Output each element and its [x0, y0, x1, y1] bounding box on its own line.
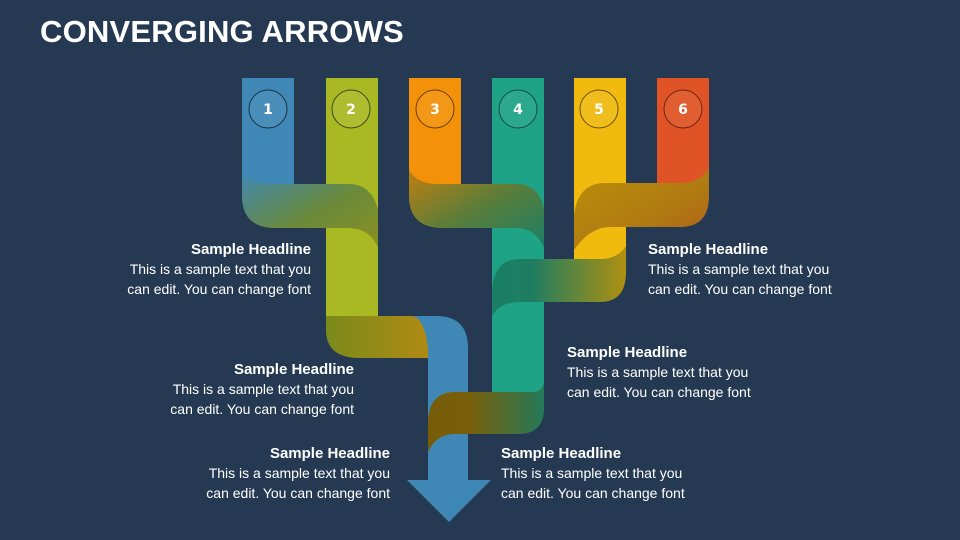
callout-text-line: This is a sample text that you	[501, 465, 683, 481]
bar-step-6	[657, 78, 709, 184]
callout-4: Sample Headline This is a sample text th…	[501, 444, 741, 503]
bar-step-4	[492, 78, 544, 420]
callout-headline: Sample Headline	[648, 241, 769, 258]
callout-headline: Sample Headline	[190, 241, 311, 258]
callout-text-line: This is a sample text that you	[567, 364, 749, 380]
svg-text:6: 6	[678, 102, 688, 118]
callout-text-line: can edit. You can change font	[170, 400, 354, 417]
callout-text-line: This is a sample text that you	[129, 261, 311, 277]
callout-headline: Sample Headline	[233, 361, 354, 378]
svg-text:1: 1	[263, 102, 273, 118]
svg-text:2: 2	[346, 102, 356, 118]
callout-3: Sample Headline This is a sample text th…	[150, 444, 390, 503]
connector-1-2	[242, 170, 378, 248]
callout-text-line: can edit. You can change font	[127, 280, 311, 297]
step-badge-5: 5	[579, 89, 619, 129]
callout-1: Sample Headline This is a sample text th…	[71, 240, 311, 299]
step-badge-1: 1	[248, 89, 288, 129]
callout-text-line: can edit. You can change font	[567, 383, 751, 400]
page-title: CONVERGING ARROWS	[40, 14, 404, 49]
callout-text-line: can edit. You can change font	[206, 484, 390, 501]
step-badge-3: 3	[415, 89, 455, 129]
svg-text:5: 5	[594, 102, 604, 118]
callout-headline: Sample Headline	[567, 344, 688, 361]
svg-text:3: 3	[430, 102, 440, 118]
connector-3-4	[409, 170, 544, 248]
svg-text:4: 4	[513, 102, 523, 118]
callout-2: Sample Headline This is a sample text th…	[114, 360, 354, 419]
callout-text-line: can edit. You can change font	[648, 280, 832, 297]
bar-step-3	[409, 78, 461, 184]
callout-text-line: can edit. You can change font	[501, 484, 685, 501]
step-badge-4: 4	[498, 89, 538, 129]
callout-text-line: This is a sample text that you	[172, 381, 354, 397]
bar-step-1	[242, 78, 294, 184]
connector-5-6	[574, 168, 709, 250]
connector-5-4	[492, 246, 626, 316]
step-badge-2: 2	[331, 89, 371, 129]
step-badge-6: 6	[663, 89, 703, 129]
callout-headline: Sample Headline	[269, 445, 390, 462]
callout-text-line: This is a sample text that you	[648, 261, 830, 277]
callout-headline: Sample Headline	[501, 445, 622, 462]
callout-text-line: This is a sample text that you	[208, 465, 390, 481]
connector-2-main	[326, 316, 428, 358]
callout-5: Sample Headline This is a sample text th…	[567, 343, 807, 402]
callout-6: Sample Headline This is a sample text th…	[648, 240, 888, 299]
connector-4-main	[428, 380, 544, 452]
